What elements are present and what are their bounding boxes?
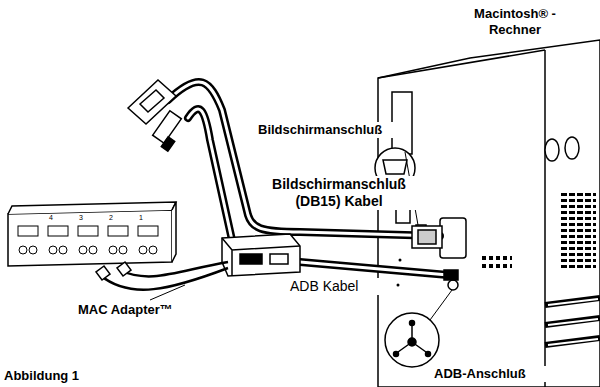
cables bbox=[168, 82, 448, 275]
kvm-switch bbox=[8, 202, 176, 266]
mac-adapter bbox=[96, 234, 300, 290]
port-number: 4 bbox=[49, 214, 59, 222]
cable-label: Bildschirmanschluß (DB15) Kabel bbox=[262, 176, 416, 210]
vga-plug bbox=[412, 226, 458, 280]
figure-caption: Abbildung 1 bbox=[4, 368, 124, 384]
switch-ports bbox=[18, 226, 158, 254]
adb-port-magnifier bbox=[385, 290, 452, 367]
port-number: 3 bbox=[79, 214, 89, 222]
cable-plugs bbox=[128, 80, 181, 151]
port-number: 1 bbox=[139, 214, 149, 222]
port-number: 2 bbox=[109, 214, 119, 222]
leader-line bbox=[150, 285, 185, 300]
port-label: Bildschirmanschluß bbox=[256, 122, 400, 138]
port-label: ADB-Anschluß bbox=[432, 366, 566, 382]
computer-label: Macintosh® -Rechner bbox=[465, 6, 565, 37]
part-label: MAC Adapter™ bbox=[76, 302, 210, 318]
computer-tower bbox=[378, 40, 600, 387]
cable-label: ADB Kabel bbox=[288, 278, 382, 295]
